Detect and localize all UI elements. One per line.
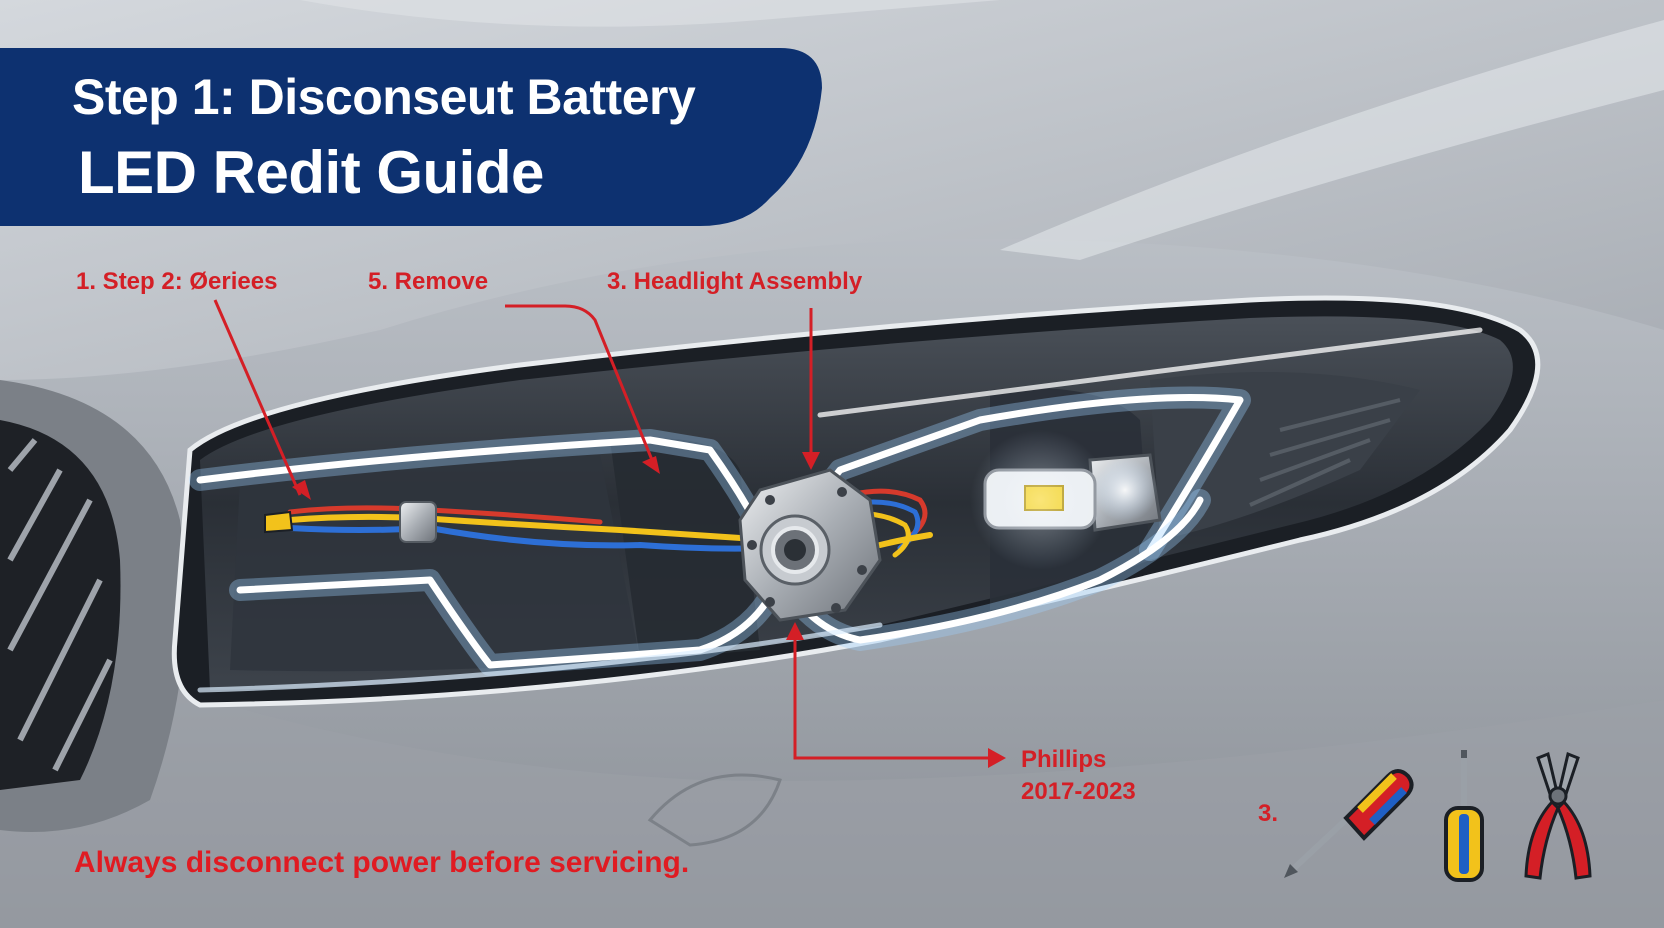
callout-step2: 1. Step 2: Øeriees [76, 268, 278, 295]
safety-warning: Always disconnect power before servicing… [74, 846, 690, 879]
callout-brand: Phillips [1021, 746, 1107, 773]
title-banner [0, 48, 830, 226]
tools-label: 3. [1258, 800, 1279, 827]
screwdriver-phillips-icon [1284, 769, 1414, 878]
banner-background [0, 48, 822, 226]
screwdriver-flat-icon [1444, 750, 1484, 882]
callout-remove: 5. Remove [368, 268, 489, 295]
title-line-2: LED Redit Guide [78, 139, 544, 206]
title-line-1: Step 1: Disconseut Battery [72, 69, 696, 125]
pliers-icon [1524, 751, 1592, 880]
callout-years: 2017-2023 [1021, 778, 1136, 805]
callout-headlight-assembly: 3. Headlight Assembly [607, 268, 863, 295]
